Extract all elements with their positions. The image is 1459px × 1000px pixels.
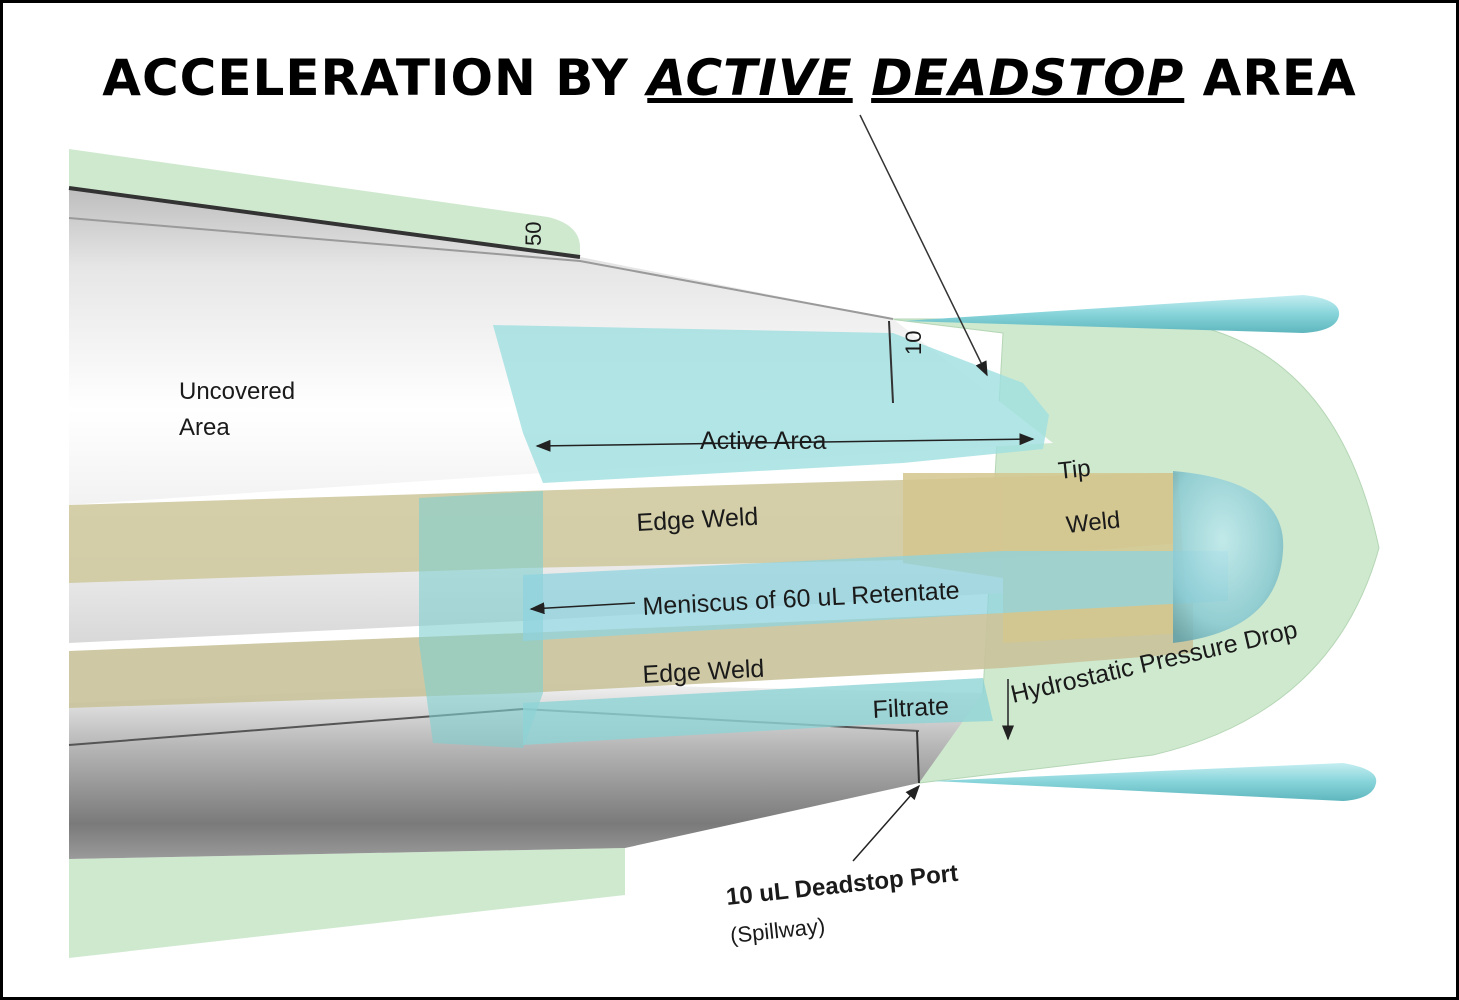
active-area-sleeve <box>493 325 1049 483</box>
deadstop-port-divider <box>916 730 920 784</box>
retentate-channel <box>523 551 1228 641</box>
title-active: ACTIVE <box>647 49 853 107</box>
deadstop-port-leader <box>852 784 920 862</box>
gauge-mark-50: 50 <box>521 222 546 246</box>
outer-sheath-top-strip <box>69 149 581 257</box>
edge-weld-bottom-label: Edge Weld <box>642 655 765 689</box>
figure-title: ACCELERATION BY ACTIVE DEADSTOP AREA <box>3 49 1456 107</box>
gauge-mark-10: 10 <box>901 331 926 355</box>
tip-label: Tip <box>1057 455 1092 485</box>
uncovered-area-label-2: Area <box>179 414 230 441</box>
title-leader-line <box>859 114 988 377</box>
weld-label: Weld <box>1065 506 1122 539</box>
edge-weld-top-label: Edge Weld <box>636 503 759 537</box>
filtrate-channel <box>523 678 993 745</box>
outer-sheath-bottom-strip <box>69 848 625 958</box>
edge-weld-bottom-band <box>69 603 1193 708</box>
deadstop-port-label: 10 uL Deadstop Port <box>725 860 959 911</box>
title-suffix: AREA <box>1184 49 1357 107</box>
uncovered-area-label-1: Uncovered <box>179 378 295 405</box>
upper-needle <box>903 295 1340 333</box>
spillway-label: (Spillway) <box>729 913 826 948</box>
active-area-label: Active Area <box>700 427 827 455</box>
cyan-tube-section <box>419 491 543 748</box>
gauge-10-divider <box>888 320 894 404</box>
title-prefix: ACCELERATION BY <box>102 49 648 107</box>
active-area-arrow <box>535 433 1035 452</box>
edge-weld-top-band <box>69 473 1178 583</box>
lower-needle <box>933 763 1377 801</box>
meniscus-arrow <box>529 602 636 615</box>
upper-body-edge <box>68 186 581 259</box>
title-deadstop: DEADSTOP <box>871 49 1185 107</box>
rounded-tip <box>1173 471 1284 643</box>
device-cross-section: Uncovered Area Active Area Tip Weld Edge… <box>68 114 1380 958</box>
filtrate-label: Filtrate <box>872 692 950 724</box>
upper-body-contour <box>68 217 894 320</box>
